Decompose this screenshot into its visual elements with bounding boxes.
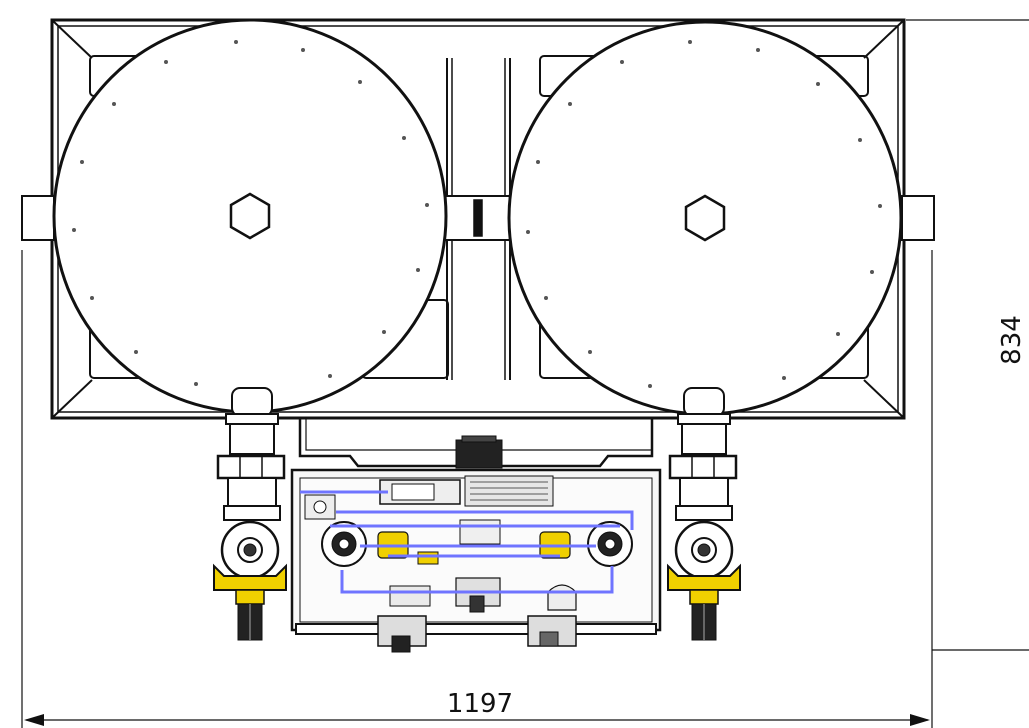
lower-housing [290,418,662,653]
right-valve-assembly [667,387,741,641]
width-dimension [21,250,933,728]
width-dimension-label: 1197 [447,689,513,719]
left-hex-hub [229,192,271,240]
right-wheel [507,20,903,416]
height-dimension [906,19,1029,651]
right-hex-hub [684,194,726,242]
left-valve-assembly [213,387,287,641]
right-wheel-bolts [526,40,882,398]
height-dimension-label: 834 [997,315,1027,365]
left-wheel [52,18,448,414]
hoses [300,490,634,594]
